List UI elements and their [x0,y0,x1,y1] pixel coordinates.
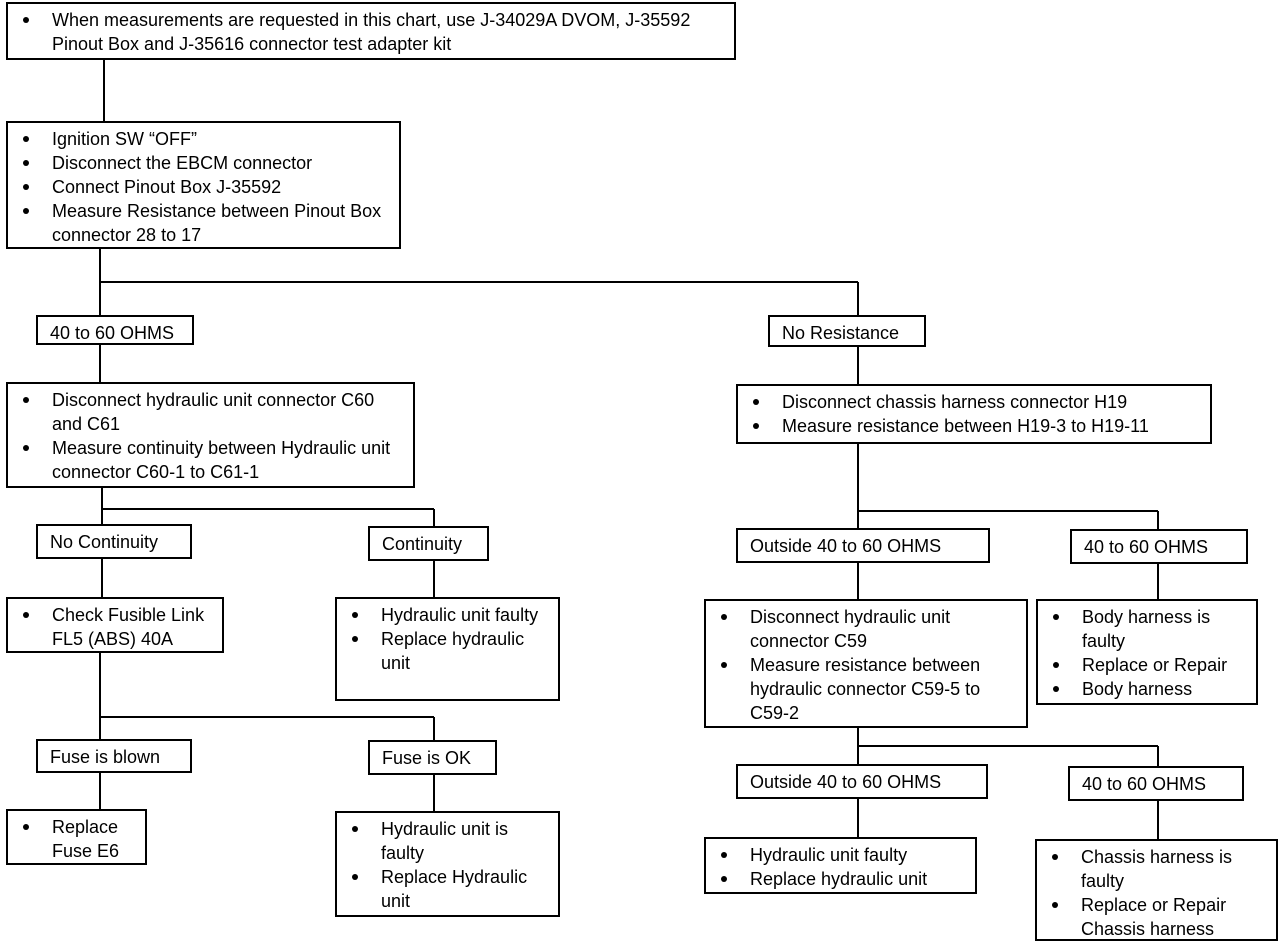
bullet-item: Replace hydraulic unit [720,867,967,891]
bullet-item: Replace Hydraulic unit [351,865,550,913]
fuse-ok-label: Fuse is OK [368,740,497,775]
replace-fuse-action-box: Replace Fuse E6 [6,809,147,865]
bullet-item: Measure resistance between H19-3 to H19-… [752,414,1202,438]
bullet-item: Body harness is faulty [1052,605,1248,653]
bullet-item: Measure continuity between Hydraulic uni… [22,436,405,484]
bullet-item: Chassis harness is faulty [1051,845,1268,893]
bullet-item: When measurements are requested in this … [22,8,726,56]
c59-within-range-text: 40 to 60 OHMS [1082,774,1207,794]
fuse-ok-text: Fuse is OK [382,748,472,768]
bullet-item: Disconnect chassis harness connector H19 [752,390,1202,414]
bullet-list: Disconnect hydraulic unit connector C60 … [22,388,405,484]
bullet-list: When measurements are requested in this … [22,8,726,56]
bullet-item: Body harness [1052,677,1248,701]
within-range-label: 40 to 60 OHMS [1070,529,1248,564]
result-40-60-ohms-text: 40 to 60 OHMS [50,323,175,343]
outside-range-label: Outside 40 to 60 OHMS [736,528,990,563]
bullet-item: Replace Fuse E6 [22,815,137,863]
bullet-item: Hydraulic unit is faulty [351,817,550,865]
bullet-list: Check Fusible Link FL5 (ABS) 40A [22,603,214,651]
hydraulic-continuity-step-box: Disconnect hydraulic unit connector C60 … [6,382,415,488]
c59-within-range-label: 40 to 60 OHMS [1068,766,1244,801]
bullet-item: Check Fusible Link FL5 (ABS) 40A [22,603,214,651]
outside-range-text: Outside 40 to 60 OHMS [750,536,942,556]
bullet-item: Ignition SW “OFF” [22,127,391,151]
bullet-item: Replace or Repair [1052,653,1248,677]
continuity-text: Continuity [382,534,463,554]
ignition-off-step-box: Ignition SW “OFF”Disconnect the EBCM con… [6,121,401,249]
no-continuity-text: No Continuity [50,532,159,552]
bullet-list: Replace Fuse E6 [22,815,137,863]
bullet-item: Hydraulic unit faulty [351,603,550,627]
bullet-item: Measure Resistance between Pinout Box co… [22,199,391,247]
no-continuity-label: No Continuity [36,524,192,559]
bullet-item: Connect Pinout Box J-35592 [22,175,391,199]
within-range-text: 40 to 60 OHMS [1084,537,1209,557]
fuse-blown-label: Fuse is blown [36,739,192,773]
intro-box: When measurements are requested in this … [6,2,736,60]
result-no-resistance-label: No Resistance [768,315,926,347]
fuse-blown-text: Fuse is blown [50,747,161,767]
chassis-harness-step-box: Disconnect chassis harness connector H19… [736,384,1212,444]
bullet-item: Measure resistance between hydraulic con… [720,653,1018,725]
fusible-link-step-box: Check Fusible Link FL5 (ABS) 40A [6,597,224,653]
bullet-item: Disconnect hydraulic unit connector C59 [720,605,1018,653]
bullet-item: Disconnect hydraulic unit connector C60 … [22,388,405,436]
continuity-label: Continuity [368,526,489,561]
result-no-resistance-text: No Resistance [782,323,900,343]
result-40-60-ohms-label: 40 to 60 OHMS [36,315,194,345]
bullet-list: Ignition SW “OFF”Disconnect the EBCM con… [22,127,391,247]
bullet-item: Hydraulic unit faulty [720,843,967,867]
c59-outside-range-text: Outside 40 to 60 OHMS [750,772,942,792]
bullet-item: Replace hydraulic unit [351,627,550,675]
c59-outside-range-label: Outside 40 to 60 OHMS [736,764,988,799]
bullet-item: Replace or Repair Chassis harness [1051,893,1268,941]
bullet-item: Disconnect the EBCM connector [22,151,391,175]
bullet-list: Disconnect chassis harness connector H19… [752,390,1202,438]
